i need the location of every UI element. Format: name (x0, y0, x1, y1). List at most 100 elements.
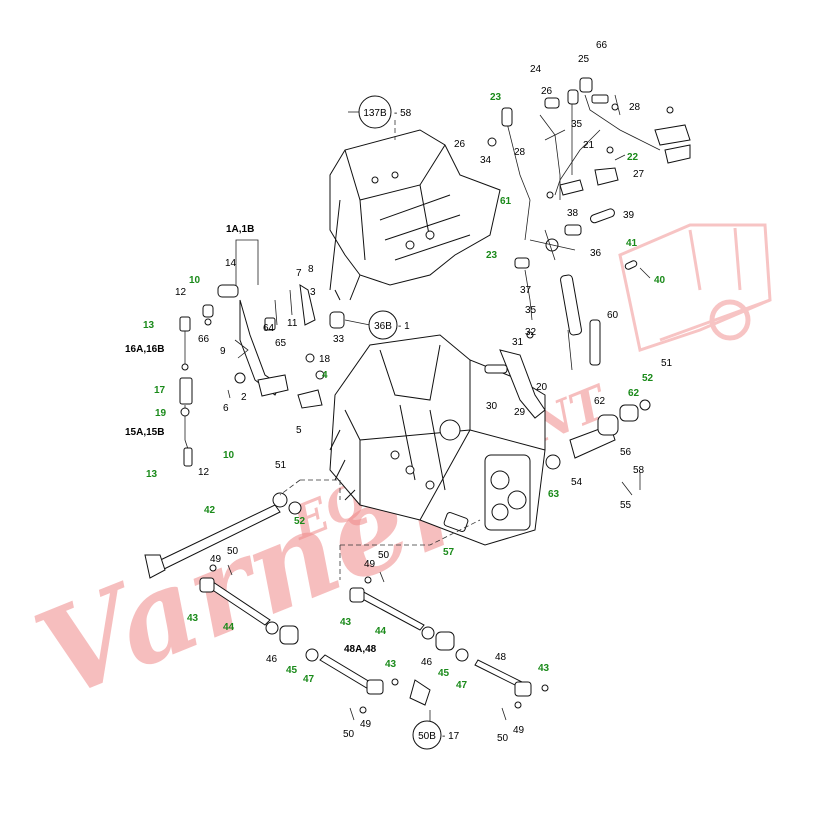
right-side-parts (484, 274, 651, 496)
label-45: 45 (286, 665, 298, 676)
label-10: 10 (189, 275, 201, 286)
label-6: 6 (223, 403, 229, 414)
label-32: 32 (525, 327, 537, 338)
label-33: 33 (333, 334, 345, 345)
label-47: 47 (456, 680, 468, 691)
label-14: 14 (225, 258, 237, 269)
label-13: 13 (143, 320, 155, 331)
label-61: 61 (500, 196, 512, 207)
leader-lines (344, 111, 651, 735)
label-5: 5 (296, 425, 302, 436)
svg-text:50B: 50B (418, 731, 436, 742)
label-49: 49 (513, 725, 525, 736)
label-39: 39 (623, 210, 635, 221)
label-41: 41 (626, 238, 638, 249)
label-46: 46 (266, 654, 278, 665)
label-15a-15b: 15A,15B (125, 427, 164, 438)
watermark-logo (618, 223, 772, 352)
label-28: 28 (514, 147, 526, 158)
label-29: 29 (514, 407, 526, 418)
label-49: 49 (364, 559, 376, 570)
label-27: 27 (633, 169, 645, 180)
label-62: 62 (628, 388, 640, 399)
label-52: 52 (642, 373, 654, 384)
label-43: 43 (385, 659, 397, 670)
label-57: 57 (443, 547, 455, 558)
label-44: 44 (223, 622, 235, 633)
ref-36b: 36B - 1 (368, 310, 410, 340)
label-52: 52 (294, 516, 306, 527)
label-1a-1b: 1A,1B (226, 224, 254, 235)
label-54: 54 (571, 477, 583, 488)
label-2: 2 (241, 392, 247, 403)
label-66: 66 (596, 40, 608, 51)
label-22: 22 (627, 152, 639, 163)
label-50: 50 (497, 733, 509, 744)
label-43: 43 (340, 617, 352, 628)
label-50: 50 (343, 729, 355, 740)
label-21: 21 (583, 140, 595, 151)
label-12: 12 (175, 287, 187, 298)
label-37: 37 (520, 285, 532, 296)
label-49: 49 (360, 719, 372, 730)
label-58: 58 (633, 465, 645, 476)
label-44: 44 (375, 626, 387, 637)
label-17: 17 (154, 385, 166, 396)
label-50: 50 (378, 550, 390, 561)
label-40: 40 (654, 275, 666, 286)
label-48a-48: 48A,48 (344, 644, 377, 655)
label-28: 28 (629, 102, 641, 113)
svg-text:- 17: - 17 (442, 731, 460, 742)
label-19: 19 (155, 408, 167, 419)
svg-text:137B: 137B (363, 108, 387, 119)
label-48: 48 (495, 652, 507, 663)
label-26: 26 (454, 139, 466, 150)
label-3: 3 (310, 287, 316, 298)
label-66: 66 (198, 334, 210, 345)
ref-137b: 137B - 58 (358, 95, 412, 129)
label-23: 23 (490, 92, 502, 103)
label-26: 26 (541, 86, 553, 97)
label-43: 43 (538, 663, 550, 674)
label-11: 11 (287, 318, 298, 329)
label-20: 20 (536, 382, 548, 393)
part-labels: 66 25 24 26 28 23 35 26 34 28 21 22 27 6… (125, 40, 673, 744)
label-55: 55 (620, 500, 632, 511)
ref-50b: 50B - 17 (412, 720, 460, 750)
label-51: 51 (661, 358, 673, 369)
lower-shift-rails (144, 479, 549, 721)
label-13: 13 (146, 469, 158, 480)
svg-text:36B: 36B (374, 321, 392, 332)
label-60: 60 (607, 310, 619, 321)
label-31: 31 (512, 337, 524, 348)
label-63: 63 (548, 489, 560, 500)
label-8: 8 (308, 264, 314, 275)
label-49: 49 (210, 554, 222, 565)
label-51: 51 (275, 460, 287, 471)
label-43: 43 (187, 613, 199, 624)
label-25: 25 (578, 54, 590, 65)
label-34: 34 (480, 155, 492, 166)
label-12: 12 (198, 467, 210, 478)
svg-text:- 1: - 1 (398, 321, 410, 332)
label-47: 47 (303, 674, 315, 685)
label-9: 9 (220, 346, 226, 357)
label-16a-16b: 16A,16B (125, 344, 164, 355)
label-38: 38 (567, 208, 579, 219)
label-64: 64 (263, 323, 275, 334)
label-18: 18 (319, 354, 331, 365)
label-4: 4 (322, 370, 328, 381)
svg-text:- 58: - 58 (394, 108, 412, 119)
label-35: 35 (525, 305, 537, 316)
label-24: 24 (530, 64, 542, 75)
label-62: 62 (594, 396, 606, 407)
left-pedal-linkage (179, 239, 345, 467)
transmission-housing (329, 334, 546, 546)
label-65: 65 (275, 338, 287, 349)
label-36: 36 (590, 248, 602, 259)
upper-linkage (487, 77, 691, 321)
label-45: 45 (438, 668, 450, 679)
label-56: 56 (620, 447, 632, 458)
